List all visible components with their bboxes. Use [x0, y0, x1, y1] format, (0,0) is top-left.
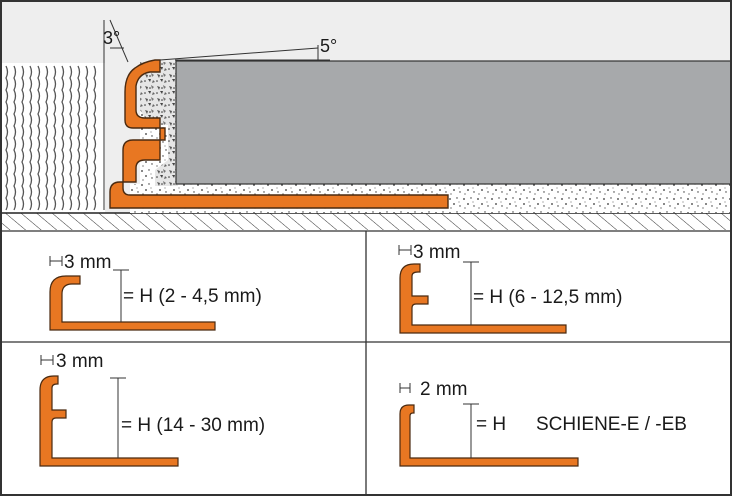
angle-5-label: 5°: [320, 36, 337, 56]
angle-5-indicator: [159, 45, 330, 61]
thickness-label: 3 mm: [64, 252, 112, 273]
thickness-marker: [399, 383, 411, 393]
panel-grid: [1, 230, 731, 495]
height-label: = H: [476, 414, 506, 435]
height-marker: [110, 377, 126, 458]
thickness-label: 3 mm: [413, 242, 461, 263]
floor-texture-stroke: [37, 65, 41, 211]
thickness-marker: [40, 355, 54, 365]
height-label: = H (6 - 12,5 mm): [473, 287, 622, 308]
floor-texture-stroke: [61, 65, 65, 211]
substrate-hatch: [1, 213, 731, 230]
floor-texture-stroke: [13, 65, 17, 211]
floor-texture-stroke: [21, 65, 25, 211]
angle-3-indicator: [103, 19, 129, 210]
angle-3-label: 3°: [103, 28, 120, 48]
thickness-label: 2 mm: [420, 379, 468, 400]
floor-texture-stroke: [45, 65, 49, 211]
tile: [175, 60, 732, 185]
cross-section: 3° 5°: [1, 1, 732, 230]
profile-shape: [399, 404, 579, 467]
thickness-marker: [49, 256, 63, 266]
height-label: = H (14 - 30 mm): [121, 415, 265, 436]
profile-shape: [39, 375, 179, 467]
height-marker: [463, 261, 479, 325]
panel-profile-4: 2 mm = H SCHIENE-E / -EB: [399, 379, 687, 467]
floor-texture-stroke: [69, 65, 73, 211]
product-label: SCHIENE-E / -EB: [536, 414, 687, 435]
floor-texture-stroke: [93, 65, 97, 211]
panel-profile-2: 3 mm = H (6 - 12,5 mm): [398, 242, 622, 334]
height-marker: [463, 403, 479, 458]
floor-texture-stroke: [53, 65, 57, 211]
panel-profile-3: 3 mm = H (14 - 30 mm): [39, 351, 265, 467]
thickness-label: 3 mm: [56, 351, 104, 372]
height-marker: [113, 269, 129, 322]
thickness-marker: [398, 245, 412, 255]
floor-texture-stroke: [5, 65, 9, 211]
floor-texture-stroke: [77, 65, 81, 211]
profile-section: [109, 59, 449, 209]
floor-texture-stroke: [29, 65, 33, 211]
profile-shape: [399, 263, 567, 334]
adjacent-floor-texture: [5, 65, 97, 211]
floor-texture-stroke: [85, 65, 89, 211]
height-label: = H (2 - 4,5 mm): [123, 286, 262, 307]
panel-profile-1: 3 mm = H (2 - 4,5 mm): [49, 252, 262, 331]
adjacent-floor: [1, 63, 105, 215]
profile-shape: [49, 275, 216, 331]
